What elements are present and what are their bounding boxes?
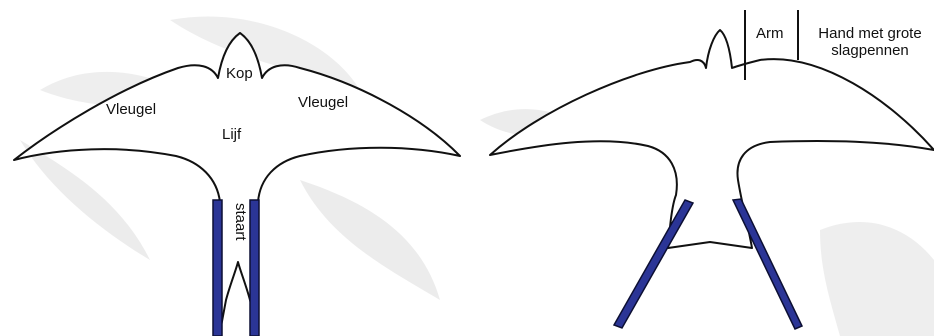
label-kop: Kop	[226, 66, 253, 81]
left-tail-bar-left	[213, 200, 222, 336]
label-hand-line1: Hand met grote	[806, 26, 934, 43]
right-tail-bar-left	[614, 200, 693, 328]
label-vleugel-left: Vleugel	[106, 102, 156, 117]
label-arm: Arm	[756, 26, 784, 41]
label-vleugel-right: Vleugel	[298, 95, 348, 110]
label-lijf: Lijf	[222, 127, 241, 142]
right-swallow-outline	[490, 30, 934, 248]
label-staart: staart	[233, 203, 248, 241]
label-hand-line2: slagpennen	[806, 43, 934, 60]
label-hand: Hand met grote slagpennen	[806, 26, 934, 59]
left-tail-bar-right	[250, 200, 259, 336]
right-tail-bar-right	[733, 199, 802, 329]
